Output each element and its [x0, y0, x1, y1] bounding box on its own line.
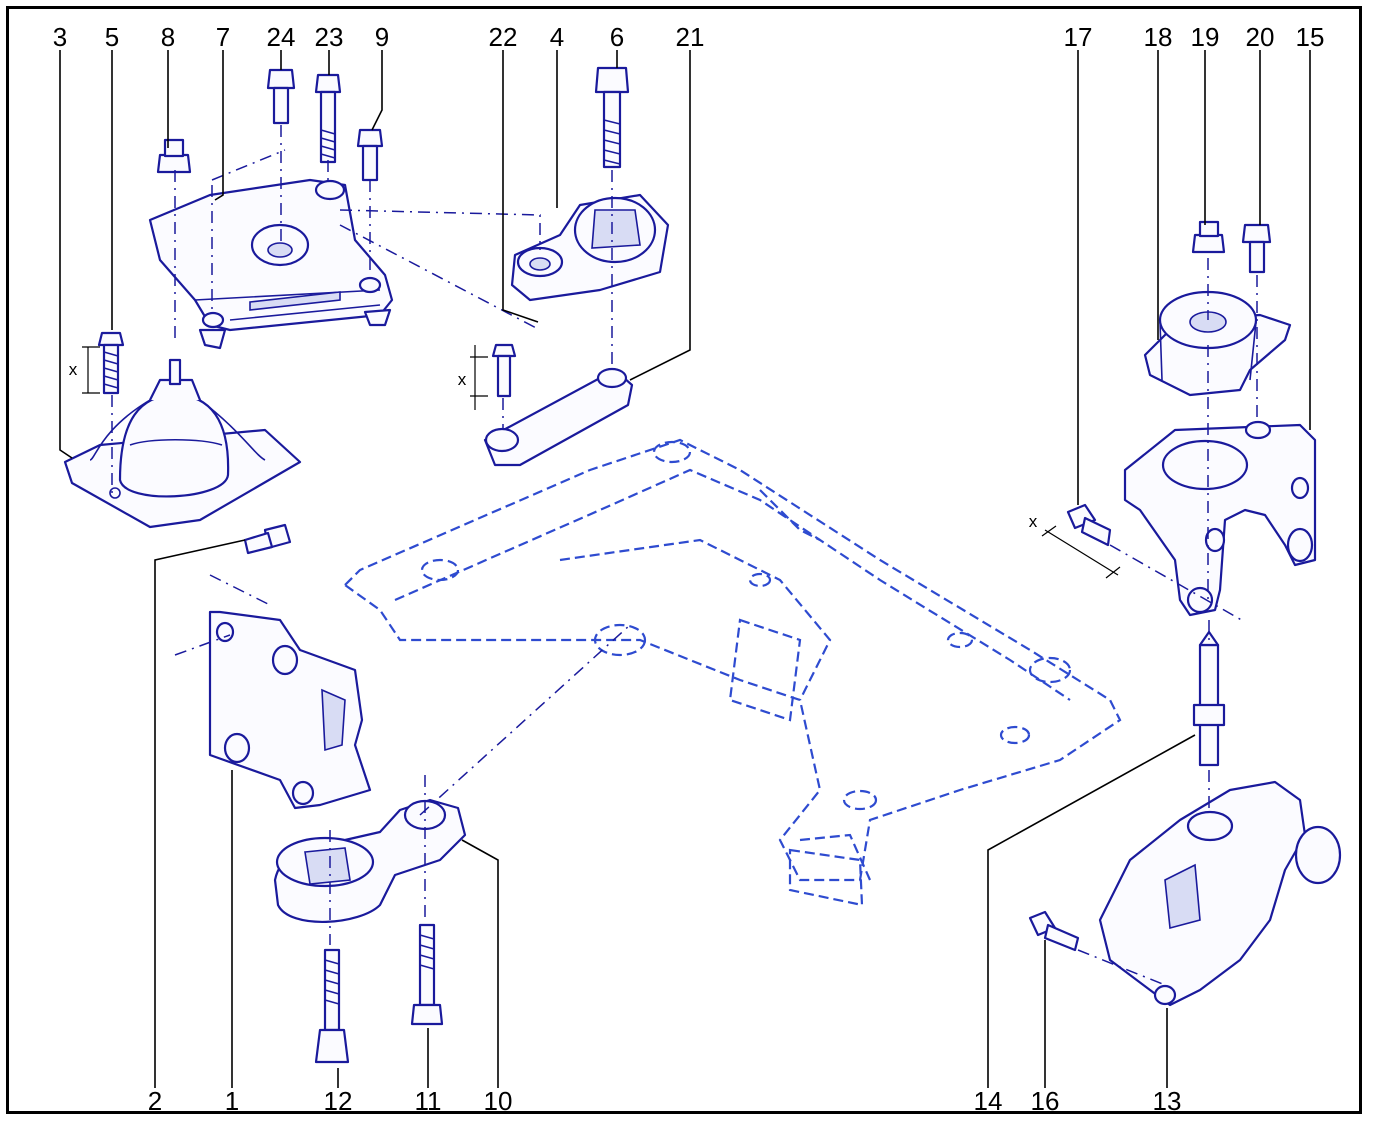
callout-21: 21 [676, 22, 705, 52]
callout-6: 6 [610, 22, 624, 52]
callouts-top: 3 5 8 7 24 23 9 22 4 6 21 17 18 19 20 15 [53, 22, 1325, 52]
callout-17: 17 [1064, 22, 1093, 52]
torque-rod-4 [510, 193, 670, 302]
callout-16: 16 [1031, 1086, 1060, 1116]
bolt-5 [97, 331, 125, 395]
bolt-9 [356, 128, 384, 182]
dimension-marker-22: x [458, 345, 488, 410]
bolt-11 [410, 923, 444, 1026]
callout-9: 9 [375, 22, 389, 52]
callout-4: 4 [550, 22, 564, 52]
callout-7: 7 [216, 22, 230, 52]
bolt-16 [1028, 910, 1080, 952]
callout-5: 5 [105, 22, 119, 52]
callout-2: 2 [148, 1086, 162, 1116]
link-arm-21 [483, 367, 634, 467]
drawing-frame [6, 6, 1362, 1114]
left-engine-mount [63, 358, 302, 529]
bracket-15 [1123, 420, 1317, 617]
subframe-outline [343, 438, 1122, 907]
callout-8: 8 [161, 22, 175, 52]
nut-19 [1191, 220, 1226, 254]
bolt-24 [266, 68, 296, 125]
callout-18: 18 [1144, 22, 1173, 52]
stud-14 [1192, 630, 1226, 767]
bolt-6 [594, 66, 630, 169]
dimension-marker-17: x [1029, 512, 1121, 579]
callout-10: 10 [484, 1086, 513, 1116]
callout-13: 13 [1153, 1086, 1182, 1116]
bolt-12 [314, 948, 350, 1064]
bolt-22 [491, 343, 517, 398]
callout-3: 3 [53, 22, 67, 52]
upper-bracket-7 [148, 178, 394, 350]
callout-14: 14 [974, 1086, 1003, 1116]
bolt-23 [314, 73, 342, 164]
callout-12: 12 [324, 1086, 353, 1116]
callout-24: 24 [267, 22, 296, 52]
bracket-1 [208, 610, 372, 810]
alignment-lines [111, 125, 1258, 986]
dimension-label-17: x [1029, 512, 1038, 531]
bracket-13 [1098, 780, 1342, 1007]
nut-8 [156, 138, 192, 174]
callout-22: 22 [489, 22, 518, 52]
bolt-2 [243, 523, 292, 555]
bolt-17 [1066, 503, 1112, 547]
mount-18 [1143, 290, 1292, 397]
callout-leaders [59, 50, 1311, 1088]
callout-23: 23 [315, 22, 344, 52]
callout-19: 19 [1191, 22, 1220, 52]
bolt-20 [1241, 223, 1272, 274]
callout-20: 20 [1246, 22, 1275, 52]
callout-1: 1 [225, 1086, 239, 1116]
callouts-bottom: 2 1 12 11 10 14 16 13 [148, 1086, 1182, 1116]
dimension-label-5: x [69, 360, 78, 379]
callout-15: 15 [1296, 22, 1325, 52]
torque-rod-10 [273, 798, 467, 923]
dimension-label-22: x [458, 370, 467, 389]
dimension-marker-5: x [69, 346, 100, 394]
callout-11: 11 [415, 1086, 442, 1116]
